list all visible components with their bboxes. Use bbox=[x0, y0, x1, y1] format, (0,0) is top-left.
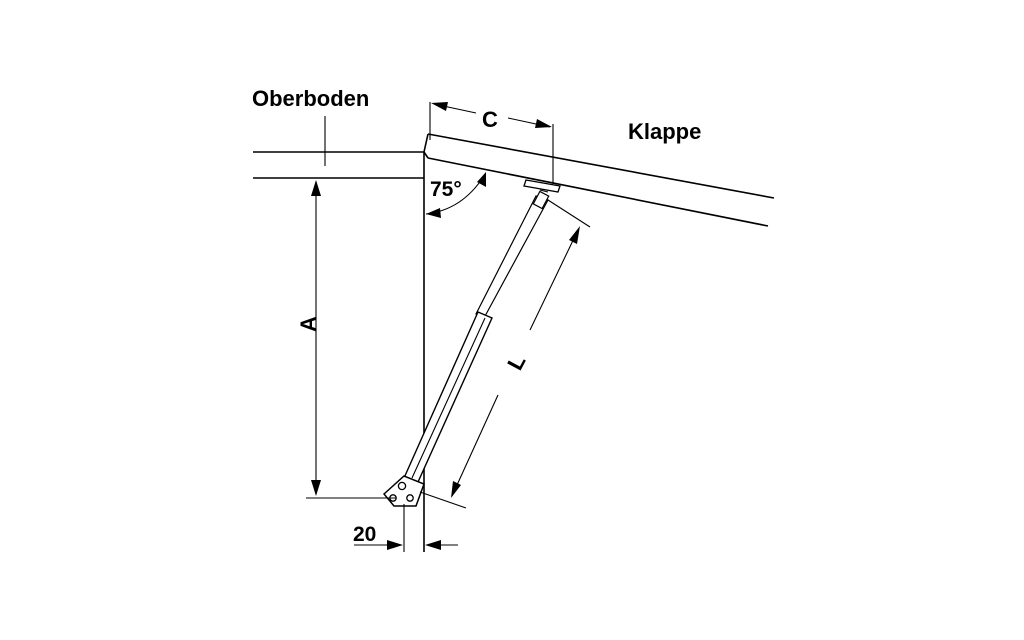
label-dim-a: A bbox=[296, 316, 321, 332]
dimension-20 bbox=[354, 504, 458, 552]
dimension-l bbox=[419, 199, 591, 509]
angle-75 bbox=[425, 172, 486, 218]
label-dim-20: 20 bbox=[353, 523, 376, 546]
klappe-flap bbox=[423, 133, 775, 227]
label-dim-l: L bbox=[502, 350, 530, 374]
gas-spring bbox=[403, 190, 550, 483]
label-dim-c: C bbox=[482, 107, 498, 132]
label-oberboden: Oberboden bbox=[252, 86, 369, 111]
flap-bracket bbox=[523, 179, 561, 193]
oberboden-panel bbox=[253, 116, 424, 179]
dimension-c bbox=[429, 102, 554, 184]
label-angle: 75° bbox=[430, 178, 462, 201]
dimension-a bbox=[306, 177, 424, 499]
label-klappe: Klappe bbox=[628, 119, 701, 144]
